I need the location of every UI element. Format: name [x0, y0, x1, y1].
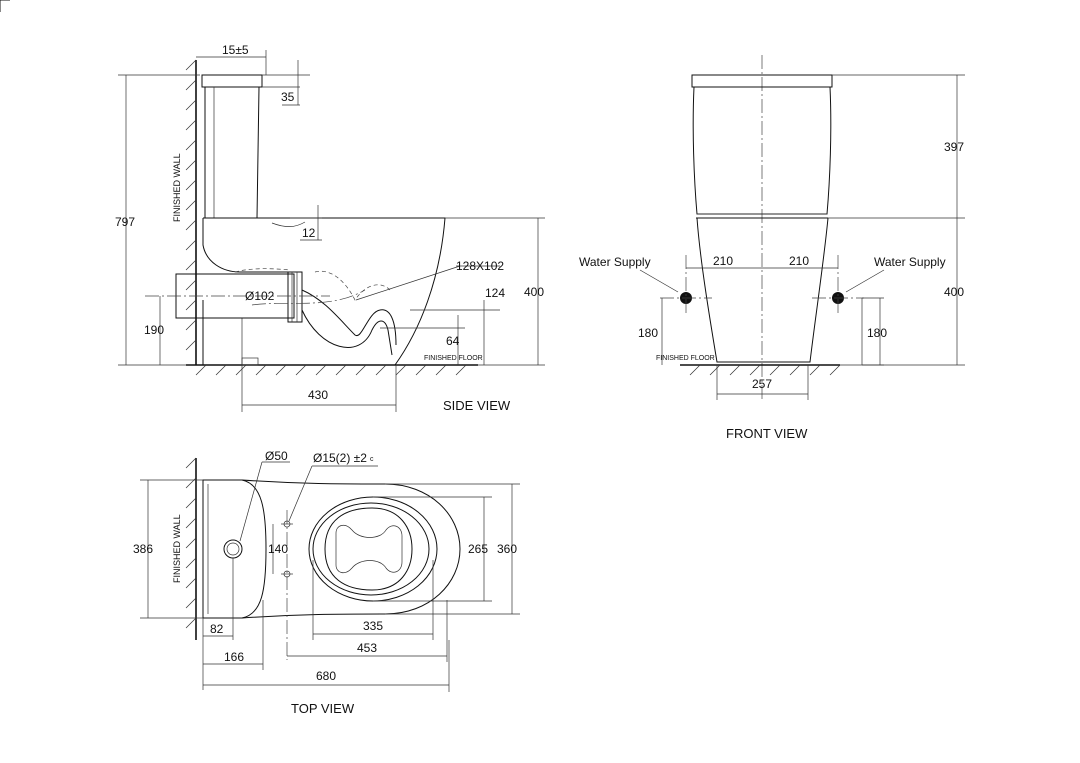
dim-fixing-to-front: 453 [357, 641, 377, 655]
dim-seat-width: 265 [468, 542, 488, 556]
top-finished-wall-label: FINISHED WALL [172, 514, 182, 583]
dim-overall-height: 797 [115, 215, 135, 229]
dim-outlet-diameter: Ø102 [245, 289, 275, 303]
dim-outlet-size: 128X102 [456, 259, 504, 273]
dim-lid-thickness: 35 [281, 90, 295, 104]
side-bowl-back [202, 218, 300, 273]
front-view: FINISHED FLOOR 397 400 Water Supply Wate… [579, 55, 965, 441]
dim-fixing-holes: Ø15(2) ±2 [313, 451, 367, 465]
dim-tank-length: 166 [224, 650, 244, 664]
side-wall-hatch [185, 59, 197, 351]
dim-bowl-opening: 335 [363, 619, 383, 633]
dim-outlet-height: 190 [144, 323, 164, 337]
side-view: 15±5 35 12 797 190 Ø102 128X102 400 124 [115, 43, 545, 413]
side-tank-lid [201, 74, 263, 88]
dim-water-seal: 64 [446, 334, 460, 348]
side-finished-wall-label: FINISHED WALL [172, 153, 182, 222]
top-bowl-rim [308, 496, 438, 602]
dim-rough-in: 430 [308, 388, 328, 402]
dim-button-diameter: Ø50 [265, 449, 288, 463]
side-finished-floor-label: FINISHED FLOOR [424, 355, 483, 362]
dim-front-bowl-height: 400 [944, 285, 964, 299]
top-wall-hatch [185, 457, 197, 629]
sheet-corner-mark [0, 0, 10, 12]
dim-bowl-width: 360 [497, 542, 517, 556]
water-supply-right-label: Water Supply [874, 255, 946, 269]
dim-front-base-width: 257 [752, 377, 772, 391]
top-view: 140 Ø50 Ø15(2) ±2 c 386 265 360 82 335 [133, 449, 520, 716]
top-tank [202, 479, 267, 619]
dim-wall-offset: 15±5 [222, 43, 249, 57]
front-bowl [696, 217, 829, 363]
side-tank-body [204, 86, 260, 219]
side-outlet-connector [287, 271, 303, 323]
side-trapway [301, 309, 393, 356]
dim-supply-left-offset: 210 [713, 254, 733, 268]
front-floor-hatch [689, 364, 841, 376]
dim-fixing-spacing: 140 [268, 542, 288, 556]
dim-overall-length: 680 [316, 669, 336, 683]
dim-supply-left-height: 180 [638, 326, 658, 340]
side-view-title: SIDE VIEW [443, 398, 511, 413]
side-floor-hatch [195, 364, 467, 376]
dim-supply-right-height: 180 [867, 326, 887, 340]
front-view-title: FRONT VIEW [726, 426, 808, 441]
dim-tank-depth: 386 [133, 542, 153, 556]
dim-bowl-height: 400 [524, 285, 544, 299]
top-view-title: TOP VIEW [291, 701, 355, 716]
front-finished-floor-label: FINISHED FLOOR [656, 355, 715, 362]
front-tank-lid [691, 74, 833, 88]
dim-tank-step: 12 [302, 226, 316, 240]
dim-trap-height: 124 [485, 286, 505, 300]
dim-tank-front: 82 [210, 622, 224, 636]
top-bowl-outline [241, 479, 461, 619]
side-bowl-shell [203, 217, 446, 366]
dim-supply-right-offset: 210 [789, 254, 809, 268]
dim-fixing-holes-suffix: c [370, 456, 374, 463]
water-supply-left-label: Water Supply [579, 255, 651, 269]
dim-front-tank-height: 397 [944, 140, 964, 154]
top-bowl-well [324, 507, 413, 591]
